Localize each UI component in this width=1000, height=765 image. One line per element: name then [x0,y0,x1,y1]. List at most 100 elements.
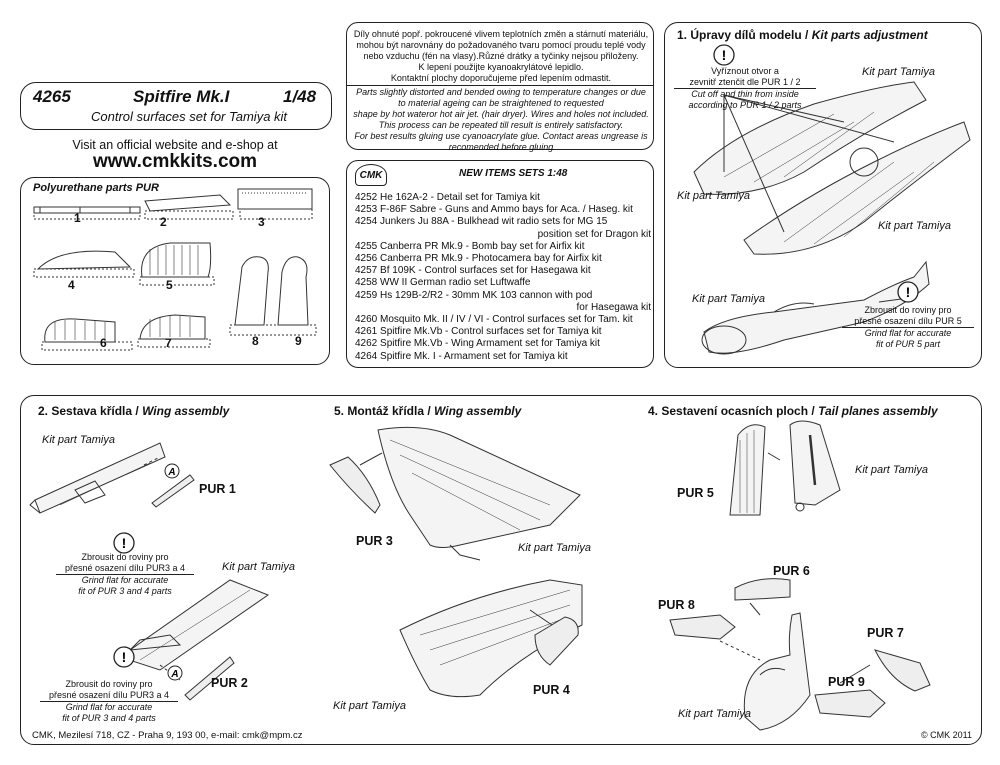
step1-note2-cz: Zbrousit do roviny pro [864,305,952,315]
new-item-line: 4257 Bf 109K - Control surfaces set for … [355,265,591,277]
new-item-line: 4252 He 162A-2 - Detail set for Tamiya k… [355,192,540,203]
notice-czech: Díly ohnuté popř. pokroucené vlivem tepl… [351,29,651,84]
step5-title-cz: 5. Montáž křídla / [334,404,435,418]
pur-part-label-7: 7 [165,336,172,350]
svg-text:A: A [170,669,178,680]
step2-note-cz: Zbrousit do roviny pro [81,552,169,562]
new-item-line: 4253 F-86F Sabre - Guns and Ammo bays fo… [355,204,633,216]
subtitle: Control surfaces set for Tamiya kit [91,109,288,124]
step4-title-en: Tail planes assembly [818,404,938,418]
cmk-logo: CMK [355,164,387,186]
new-item-line: for Hasegawa kit [576,301,651,313]
step4-drawing [669,420,931,731]
step4-kit-label-top: Kit part Tamiya [855,464,928,476]
step1-title: 1. Úpravy dílů modelu / Kit parts adjust… [677,28,928,42]
step2-note-cz: Zbrousit do roviny pro [65,679,153,689]
pur7-label: PUR 7 [867,626,904,640]
step2-note-cz: přesné osazení dílu PUR3 a 4 [40,690,178,702]
notice-cz-line: K lepení použijte kyanoakrylátové lepidl… [418,62,584,72]
pur-panel-title: Polyurethane parts PUR [33,182,159,194]
pur5-label: PUR 5 [677,486,714,500]
step1-kit-label-fuselage: Kit part Tamiya [692,293,765,305]
pur-part-label-6: 6 [100,336,107,350]
pur-part-label-1: 1 [74,211,81,225]
step2-title-en: Wing assembly [142,404,230,418]
new-items-panel: CMK NEW ITEMS SETS 1:48 4252 He 162A-2 -… [346,160,654,368]
visit-text: Visit an official website and e-shop at [72,138,278,152]
step5-kit-label-top: Kit part Tamiya [518,542,591,554]
new-items-list: 4252 He 162A-2 - Detail set for Tamiya k… [355,192,651,363]
step1-note-en: according to PUR 1 / 2 parts [688,100,802,110]
step1-note2-en: fit of PUR 5 part [875,339,941,349]
new-item-line: 4264 Spitfire Mk. I - Armament set for T… [355,350,568,362]
step1-title-cz: 1. Úpravy dílů modelu / [677,28,812,42]
pur8-label: PUR 8 [658,598,695,612]
step1-kit-label-top: Kit part Tamiya [862,66,935,78]
notice-cz-line: nebo vzduchu (fén na vlasy).Různé drátky… [363,51,639,61]
step1-kit-label-left: Kit part Tamiya [677,190,750,202]
new-item-line: 4259 Hs 129B-2/R2 - 30mm MK 103 cannon w… [355,289,593,301]
step5-drawing [329,426,583,698]
new-item-line: position set for Dragon kit [537,228,651,240]
step5-title: 5. Montáž křídla / Wing assembly [334,404,521,418]
pur-parts-drawing [33,188,317,351]
step1-kit-label-right: Kit part Tamiya [878,220,951,232]
marker-a-icon-bottom: A [167,665,183,681]
cmk-logo-text: CMK [359,170,383,181]
step4-title: 4. Sestavení ocasních ploch / Tail plane… [648,404,938,418]
page-title: Spitfire Mk.I [133,87,230,106]
header-banner: 4265 Spitfire Mk.I 1/48 Control surfaces… [20,82,332,130]
pur-part-label-2: 2 [160,215,167,229]
website-link[interactable]: www.cmkkits.com [92,151,258,172]
step1-note: Vyříznout otvor a zevnitř ztenčit dle PU… [674,66,816,111]
new-item-line: 4256 Canberra PR Mk.9 - Photocamera bay … [355,253,602,265]
step2-note-cz: přesné osazení dílu PUR3 a 4 [56,563,194,575]
svg-text:!: ! [122,649,127,665]
pur-part-label-5: 5 [166,278,173,292]
step1-note-cz: zevnitř ztenčit dle PUR 1 / 2 [674,77,816,89]
step2-note-top: Zbrousit do roviny pro přesné osazení dí… [56,552,194,597]
step2-title-cz: 2. Sestava křídla / [38,404,143,418]
step2-note-en: fit of PUR 3 and 4 parts [62,713,156,723]
svg-text:A: A [167,467,175,478]
step2-note-bottom: Zbrousit do roviny pro přesné osazení dí… [40,679,178,724]
pur-parts-panel: Polyurethane parts PUR [20,177,330,365]
pur-part-label-8: 8 [252,334,259,348]
svg-text:!: ! [722,47,727,63]
step4-kit-label-bottom: Kit part Tamiya [678,708,751,720]
step1-drawing: ! ! [693,44,971,355]
notice-en-line: Parts slightly distorted and bended owin… [356,87,646,97]
pur-part-label-9: 9 [295,334,302,348]
pur-part-label-4: 4 [68,278,75,292]
warning-icon-step1b: ! [897,281,919,303]
new-item-line: 4260 Mosquito Mk. II / IV / VI - Control… [355,314,633,326]
notice-panel: Díly ohnuté popř. pokroucené vlivem tepl… [346,22,654,152]
svg-text:!: ! [906,284,911,300]
notice-en-line: For best results gluing use cyanoacrylat… [354,131,648,141]
pur3-label: PUR 3 [356,534,393,548]
step5-title-en: Wing assembly [434,404,522,418]
step1-note2: Zbrousit do roviny pro přesné osazení dí… [842,305,974,350]
pur1-label: PUR 1 [199,482,236,496]
notice-cz-line: Kontaktní plochy doporučujeme před lepen… [390,73,612,83]
scale-label: 1/48 [283,87,317,106]
notice-cz-line: Díly ohnuté popř. pokroucené vlivem tepl… [353,29,649,39]
pur6-label: PUR 6 [773,564,810,578]
step1-title-en: Kit parts adjustment [811,28,928,42]
step2-title: 2. Sestava křídla / Wing assembly [38,404,229,418]
new-item-line: 4262 Spitfire Mk.Vb - Wing Armament set … [355,338,600,350]
step1-note2-cz: přesné osazení dílu PUR 5 [842,316,974,328]
new-items-title: NEW ITEMS SETS 1:48 [459,168,568,179]
pur4-label: PUR 4 [533,683,570,697]
notice-divider [347,85,653,86]
notice-en-line: to material ageing can be straightened t… [398,98,604,108]
warning-icon-step1a: ! [713,44,735,66]
notice-en-line: recomended before gluing [448,142,554,152]
footer-copyright: © CMK 2011 [921,730,972,740]
new-item-line: 4261 Spitfire Mk.Vb - Control surfaces s… [355,326,602,338]
set-code: 4265 [33,87,71,106]
step1-note2-en: Grind flat for accurate [864,328,952,338]
pur2-label: PUR 2 [211,676,248,690]
warning-icon-step2b: ! [113,646,135,668]
step1-note-cz: Vyříznout otvor a [711,66,779,76]
